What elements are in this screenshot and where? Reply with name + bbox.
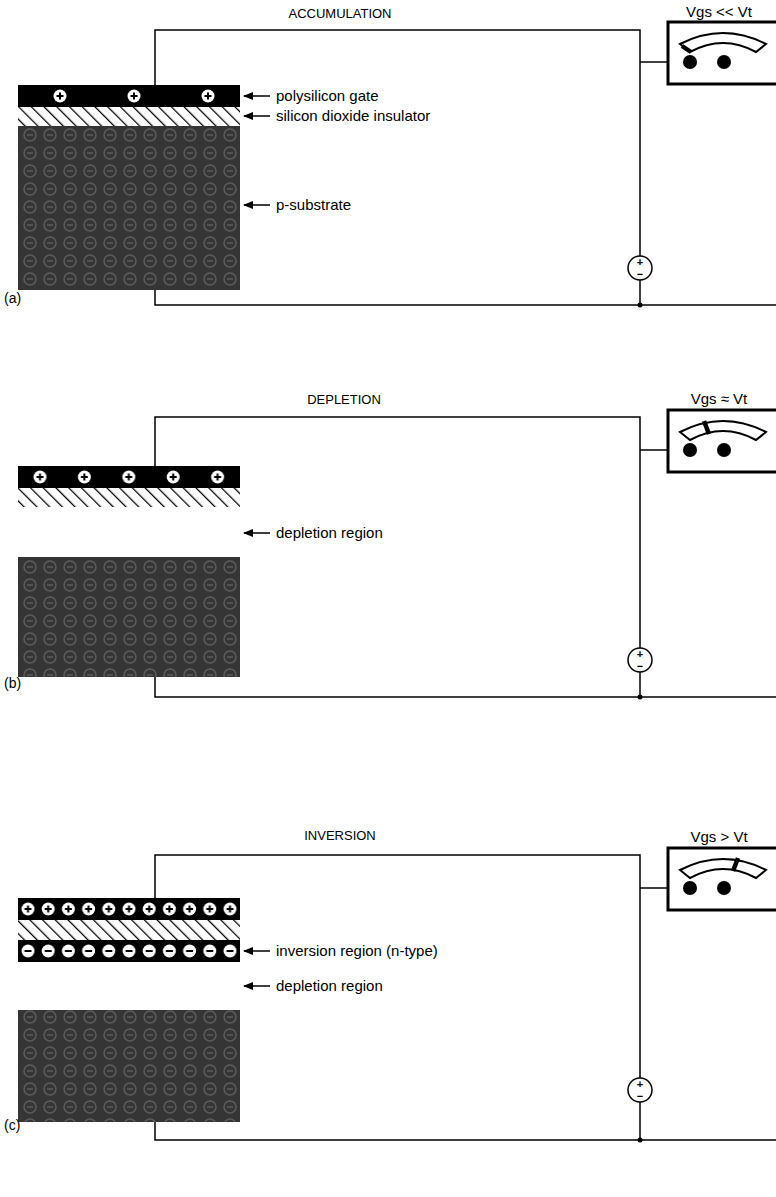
part-label: inversion region (n-type) (276, 942, 438, 959)
panel-title: INVERSION (304, 829, 376, 844)
polysilicon-gate (18, 466, 240, 488)
meter: Vgs << Vt (668, 3, 770, 84)
oxide (18, 107, 240, 126)
panel-title: ACCUMULATION (288, 7, 391, 22)
polysilicon-gate (18, 85, 240, 107)
oxide (18, 488, 240, 507)
polarity-sign: − (637, 661, 643, 672)
part-label: depletion region (276, 977, 383, 994)
part-label: depletion region (276, 524, 383, 541)
panel-letter: (c) (4, 1117, 20, 1133)
polarity-sign: + (637, 649, 643, 660)
panel-letter: (b) (4, 675, 21, 691)
meter-reading: Vgs > Vt (668, 828, 770, 846)
meter: Vgs ≈ Vt (668, 390, 770, 472)
polarity-sign: + (637, 1079, 643, 1090)
oxide (18, 920, 240, 940)
meter-reading: Vgs << Vt (668, 3, 770, 21)
part-label: polysilicon gate (276, 87, 379, 104)
panel-letter: (a) (4, 290, 21, 306)
polarity-sign: − (637, 269, 643, 280)
part-label: p-substrate (276, 196, 351, 213)
meter: Vgs > Vt (668, 828, 770, 910)
meter-reading: Vgs ≈ Vt (668, 390, 770, 408)
polarity-sign: − (637, 1091, 643, 1102)
panel-title: DEPLETION (307, 393, 381, 408)
substrate (18, 126, 240, 290)
inversion-layer (18, 940, 240, 962)
polarity-sign: + (637, 257, 643, 268)
substrate (18, 1010, 240, 1122)
polysilicon-gate (18, 898, 240, 920)
substrate (18, 557, 240, 677)
part-label: silicon dioxide insulator (276, 107, 430, 124)
